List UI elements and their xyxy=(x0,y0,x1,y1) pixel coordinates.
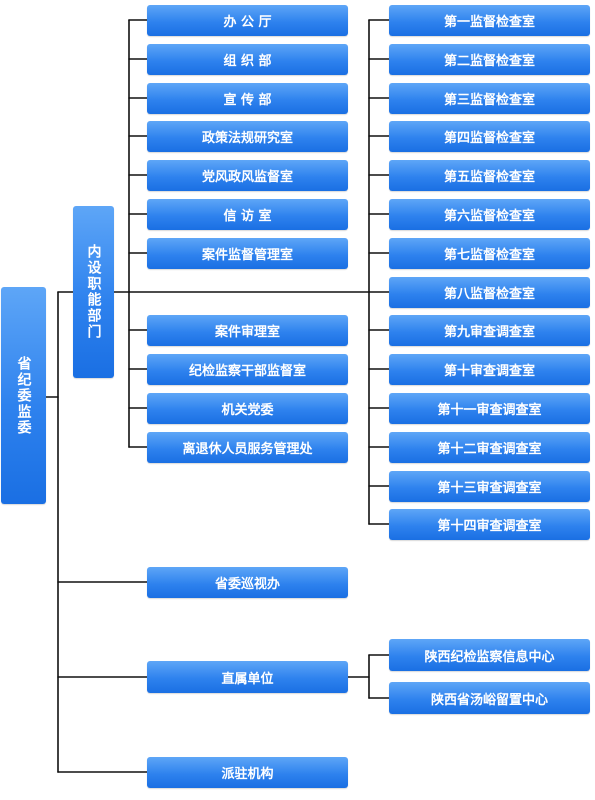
dept-petitions: 信 访 室 xyxy=(147,199,348,230)
affiliated-units-node: 直属单位 xyxy=(147,661,348,693)
office-13: 第十三审查调查室 xyxy=(389,471,590,502)
office-4: 第四监督检查室 xyxy=(389,121,590,152)
office-9: 第九审查调查室 xyxy=(389,315,590,346)
dispatched-agencies-node: 派驻机构 xyxy=(147,757,348,788)
office-3: 第三监督检查室 xyxy=(389,83,590,114)
office-11: 第十一审查调查室 xyxy=(389,393,590,424)
dept-party-committee: 机关党委 xyxy=(147,393,348,424)
dept-policy-research: 政策法规研究室 xyxy=(147,121,348,152)
office-5: 第五监督检查室 xyxy=(389,160,590,191)
office-8: 第八监督检查室 xyxy=(389,277,590,308)
office-12: 第十二审查调查室 xyxy=(389,432,590,463)
dept-conduct-supervision: 党风政风监督室 xyxy=(147,160,348,191)
inspection-office-node: 省委巡视办 xyxy=(147,567,348,598)
dept-case-management: 案件监督管理室 xyxy=(147,238,348,269)
office-1: 第一监督检查室 xyxy=(389,5,590,36)
affiliated-unit-info-center: 陕西纪检监察信息中心 xyxy=(389,639,590,671)
internal-departments-node: 内设职能部门 xyxy=(73,206,114,378)
affiliated-unit-detention-center: 陕西省汤峪留置中心 xyxy=(389,682,590,714)
dept-retiree-services: 离退休人员服务管理处 xyxy=(147,432,348,463)
root-node: 省纪委监委 xyxy=(1,287,46,504)
office-10: 第十审查调查室 xyxy=(389,354,590,385)
dept-general-office: 办 公 厅 xyxy=(147,5,348,36)
office-6: 第六监督检查室 xyxy=(389,199,590,230)
office-14: 第十四审查调查室 xyxy=(389,509,590,540)
dept-publicity: 宣 传 部 xyxy=(147,83,348,114)
office-2: 第二监督检查室 xyxy=(389,44,590,75)
dept-organization: 组 织 部 xyxy=(147,44,348,75)
office-7: 第七监督检查室 xyxy=(389,238,590,269)
dept-case-review: 案件审理室 xyxy=(147,315,348,346)
dept-cadre-supervision: 纪检监察干部监督室 xyxy=(147,354,348,385)
